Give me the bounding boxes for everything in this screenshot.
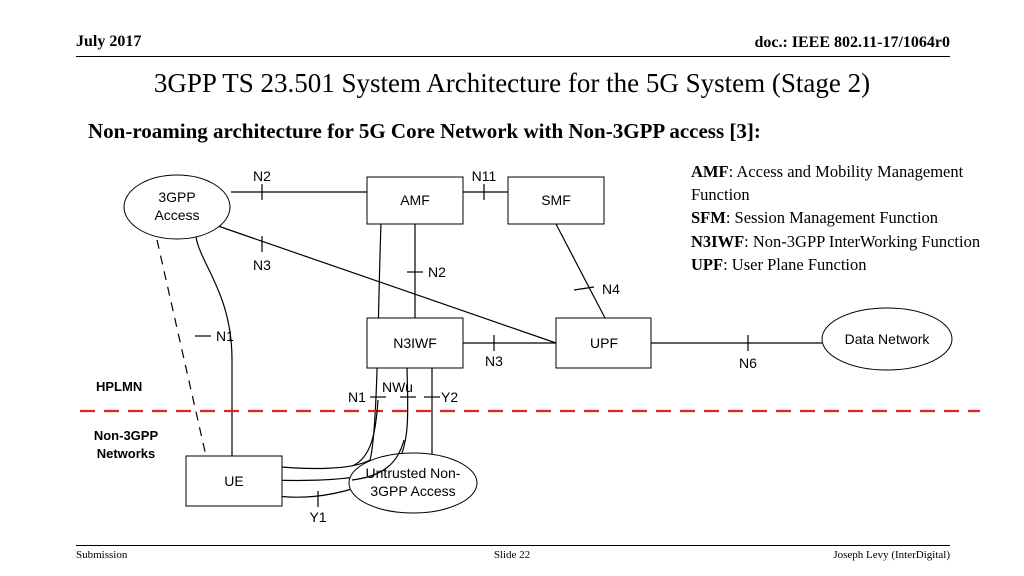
link-3gpp-ue-dashed — [156, 239, 207, 457]
legend: AMF: Access and Mobility Management Func… — [691, 160, 1001, 276]
svg-text:UPF: UPF — [590, 335, 618, 351]
label-y2: Y2 — [441, 389, 458, 405]
node-amf: AMF — [366, 176, 464, 225]
svg-text:3GPP: 3GPP — [158, 189, 195, 205]
svg-text:SMF: SMF — [541, 192, 571, 208]
footer-author: Joseph Levy (InterDigital) — [833, 549, 950, 561]
label-y1: Y1 — [309, 509, 326, 525]
footer-rule — [76, 545, 950, 546]
svg-text:AMF: AMF — [400, 192, 430, 208]
node-n3iwf: N3IWF — [366, 317, 464, 369]
tick-n4 — [573, 286, 595, 291]
label-nwu: NWu — [382, 379, 413, 395]
svg-text:Data Network: Data Network — [845, 331, 931, 347]
label-n3-left: N3 — [253, 257, 271, 273]
footer-submission: Submission — [76, 549, 128, 561]
legend-item-smf: SFM: Session Management Function — [691, 208, 939, 228]
footer-slide-number: Slide 22 — [493, 549, 531, 561]
header-date: July 2017 — [76, 33, 142, 50]
header-rule — [76, 56, 950, 57]
label-n6: N6 — [739, 355, 757, 371]
label-n2-top: N2 — [253, 168, 271, 184]
zone-label-hplmn: HPLMN — [96, 379, 142, 394]
link-ue-amf-n1 — [269, 223, 382, 470]
zone-label-non3gpp-line2: Networks — [97, 446, 156, 461]
link-smf-upf — [555, 223, 606, 319]
link-3gpp-upf — [217, 225, 557, 344]
label-n2-mid: N2 — [428, 264, 446, 280]
svg-text:Access: Access — [154, 207, 199, 223]
link-ue-amf-n1-overlay — [351, 399, 379, 467]
svg-text:Untrusted Non-: Untrusted Non- — [366, 465, 461, 481]
node-3gpp-access: 3GPP Access — [123, 174, 231, 240]
svg-text:UE: UE — [224, 473, 243, 489]
svg-text:N3IWF: N3IWF — [393, 335, 437, 351]
zone-label-non3gpp-line1: Non-3GPP — [94, 428, 159, 443]
legend-item-n3iwf: N3IWF: Non-3GPP InterWorking Function — [691, 231, 981, 251]
legend-item-amf: AMF: Access and Mobility Management Func… — [691, 162, 964, 205]
label-n1-bottom: N1 — [348, 389, 366, 405]
link-ue-untrusted-y1 — [269, 487, 356, 498]
slide-title: 3GPP TS 23.501 System Architecture for t… — [153, 68, 871, 98]
node-data-network: Data Network — [821, 307, 953, 371]
link-ue-n3iwf-nwu-overlay — [351, 439, 405, 481]
node-upf: UPF — [555, 317, 652, 369]
node-untrusted-non3gpp-access: Untrusted Non- 3GPP Access — [348, 452, 478, 514]
node-smf: SMF — [507, 176, 605, 225]
legend-item-upf: UPF: User Plane Function — [691, 254, 867, 274]
header-doc-id: doc.: IEEE 802.11-17/1064r0 — [754, 34, 950, 51]
slide-subtitle: Non-roaming architecture for 5G Core Net… — [88, 119, 761, 143]
label-n11: N11 — [472, 168, 497, 184]
svg-text:3GPP Access: 3GPP Access — [370, 483, 455, 499]
label-n1-left: N1 — [216, 328, 234, 344]
label-n4: N4 — [602, 281, 620, 297]
node-ue: UE — [185, 455, 283, 507]
label-n3-bottom: N3 — [485, 353, 503, 369]
